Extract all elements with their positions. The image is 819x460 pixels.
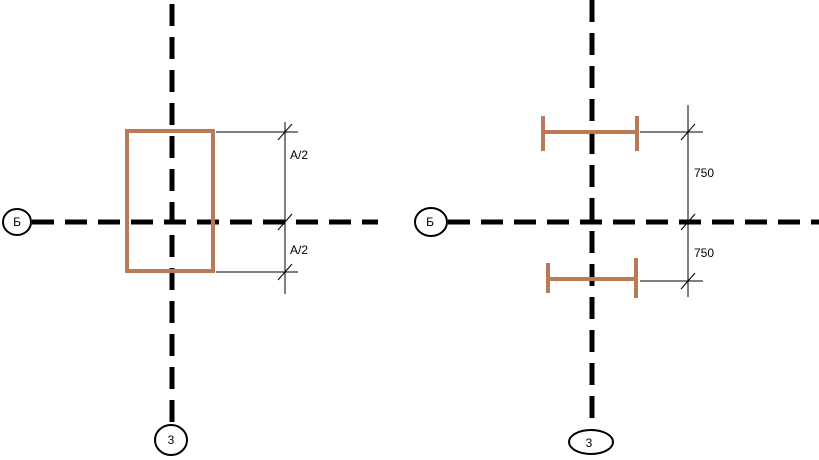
right-dim-label-bottom: 750 [694,246,714,260]
right-axis-bubble-vertical [568,429,614,455]
right-axis-label-horizontal: Б [426,215,434,229]
left-dim-label-bottom: A/2 [290,243,308,257]
left-axis-label-horizontal: Б [13,215,21,229]
right-dim-tick-bottom [680,272,696,290]
left-axis-bubble-vertical [154,424,188,456]
right-axis-label-vertical: 3 [586,436,593,450]
left-dim-tick-bottom [277,263,293,281]
right-dim-tick-middle [680,213,696,231]
left-dim-tick-middle [277,213,293,231]
left-panel: A/2 A/2 Б 3 [2,4,378,456]
left-column-outline [125,129,215,273]
left-dim-tick-top [277,123,293,141]
right-dim-label-top: 750 [694,166,714,180]
right-axis-bubble-horizontal [414,207,448,237]
left-dim-label-top: A/2 [290,148,308,162]
left-axis-label-vertical: 3 [168,433,175,447]
right-dim-tick-top [680,123,696,141]
left-axis-bubble-horizontal [2,208,32,236]
right-panel: 750 750 Б 3 [414,0,819,455]
